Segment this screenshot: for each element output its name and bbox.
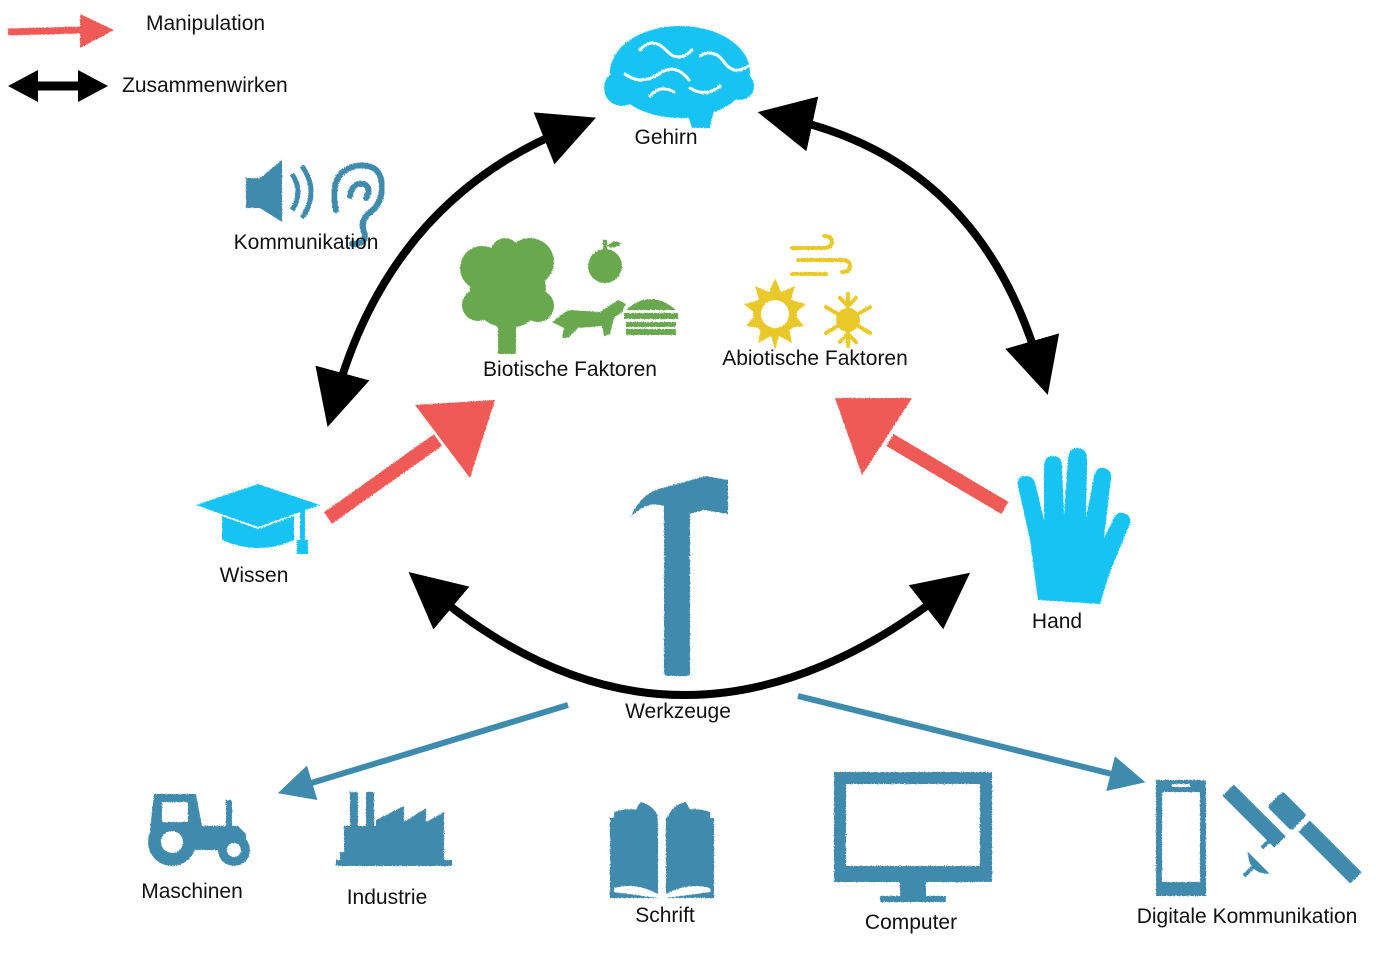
tractor-icon xyxy=(148,794,250,866)
brain-icon xyxy=(604,26,754,128)
sun-icon xyxy=(744,278,806,350)
smartphone-icon xyxy=(1156,780,1206,896)
tools-label: Werkzeuge xyxy=(625,700,731,723)
abiotic-label: Abiotische Faktoren xyxy=(722,347,908,370)
communication-label: Kommunikation xyxy=(233,231,379,254)
wind-icon xyxy=(790,234,853,276)
manipulation-arrow-hand xyxy=(835,398,1009,515)
book-icon xyxy=(610,802,714,898)
ear-icon xyxy=(331,162,386,247)
legend-interaction-arrow xyxy=(8,70,108,102)
graduation-cap-icon xyxy=(196,484,320,554)
snowflake-icon xyxy=(824,292,872,348)
tree-icon xyxy=(460,238,554,354)
satellite-icon xyxy=(1222,784,1362,884)
burger-icon xyxy=(624,299,678,335)
writing-label: Schrift xyxy=(635,904,695,927)
legend-manipulation-label: Manipulation xyxy=(146,12,266,35)
legend-manipulation-arrow xyxy=(7,14,114,48)
hammer-icon xyxy=(630,476,728,676)
knowledge-label: Wissen xyxy=(219,564,289,587)
machines-label: Maschinen xyxy=(141,880,243,903)
hand-icon xyxy=(1017,448,1131,604)
arrow-knowledge-hand xyxy=(408,572,971,699)
hand-label: Hand xyxy=(1031,610,1083,633)
factory-icon xyxy=(336,792,452,866)
wolf-icon xyxy=(552,300,626,338)
apple-icon xyxy=(588,240,622,283)
biotic-label: Biotische Faktoren xyxy=(483,358,657,381)
computer-label: Computer xyxy=(864,911,958,934)
industry-label: Industrie xyxy=(346,886,428,909)
monitor-icon xyxy=(834,772,992,902)
arrow-tools-machines xyxy=(277,702,569,800)
arrow-brain-hand xyxy=(757,96,1060,395)
digital-communication-label: Digitale Kommunikation xyxy=(1136,905,1358,928)
arrow-tools-digital xyxy=(797,693,1146,792)
manipulation-arrow-knowledge xyxy=(323,400,495,524)
legend-interaction-label: Zusammenwirken xyxy=(122,74,288,97)
brain-label: Gehirn xyxy=(634,126,698,149)
arrow-brain-knowledge xyxy=(315,112,596,427)
speaker-icon xyxy=(246,160,314,222)
